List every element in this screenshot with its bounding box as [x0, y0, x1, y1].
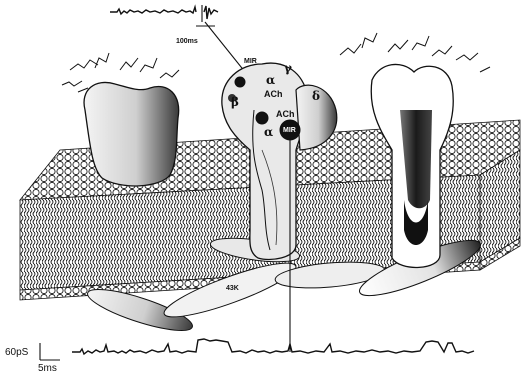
- alpha-top-label: α: [266, 74, 275, 86]
- beta-label: β: [231, 96, 239, 108]
- ach-top-label: ACh: [264, 90, 283, 99]
- bottom-current-trace: [40, 339, 474, 360]
- delta-label: δ: [312, 90, 320, 102]
- bottom-scale-time-label: 5ms: [38, 364, 57, 374]
- top-scale-time-label: 100ms: [176, 38, 198, 45]
- bottom-scale-current-label: 60pS: [5, 348, 28, 358]
- ach-right-label: ACh: [276, 110, 295, 119]
- mir-top-label: MIR: [244, 58, 257, 65]
- top-current-trace: [110, 5, 218, 26]
- mir-center-label: MIR: [283, 127, 296, 134]
- protein-43k-label: 43K: [226, 285, 239, 292]
- alpha-bottom-label: α: [264, 126, 273, 138]
- gamma-label: γ: [284, 62, 292, 74]
